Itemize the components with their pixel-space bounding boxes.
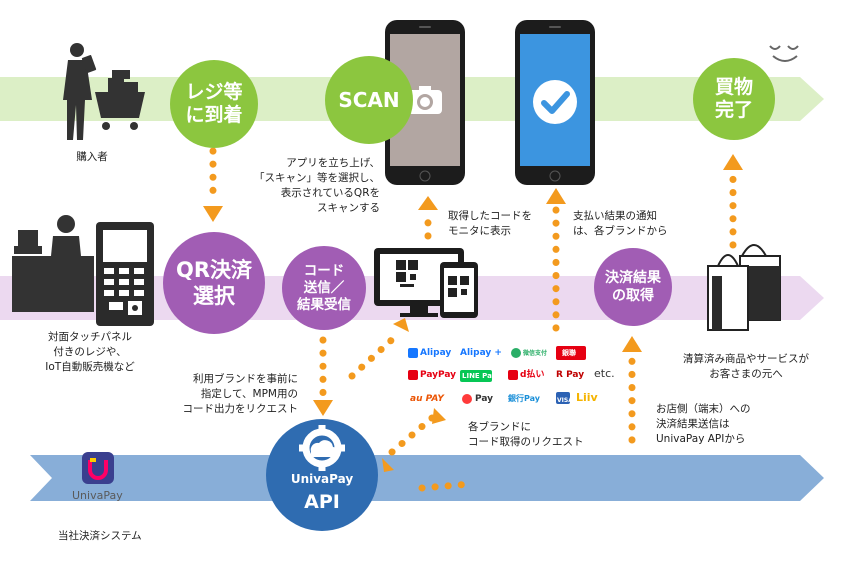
brand-ginkopay: 銀行Pay — [508, 394, 541, 403]
shopping-bags-icon — [707, 244, 781, 331]
step-result-label: 決済結果 の取得 — [605, 270, 661, 304]
settlement-send-note: お店側（端末）への 決済結果送信は UnivaPay APIから — [656, 403, 751, 445]
brand-request-note: 利用ブランドを事前に 指定して、MPM用の コード出力をリクエスト — [182, 373, 299, 415]
brand-logo-marks — [408, 346, 586, 404]
step-code-send: コード 送信／ 結果受信 — [282, 246, 366, 330]
company-system-label: 当社決済システム — [58, 530, 142, 542]
tablet-qr-icon — [440, 262, 478, 318]
brand-alipay-plus: Alipay + — [460, 348, 502, 358]
brand-visa: VISA — [557, 397, 573, 404]
cart-icon — [95, 70, 145, 130]
step-arrive-label: レジ等 に到着 — [185, 81, 243, 126]
brand-wechat: 微信支付 — [523, 350, 548, 357]
univapay-logo-icon — [82, 452, 114, 484]
brand-etc: etc. — [594, 367, 615, 380]
step-arrive-register: レジ等 に到着 — [170, 60, 258, 148]
api-label: API — [304, 491, 340, 513]
brand-rpay: R Pay — [556, 370, 585, 380]
register-icon — [12, 215, 94, 312]
goods-delivered-note: 清算済み商品やサービスが お客さまの元へ — [683, 353, 809, 380]
smiley-icon — [769, 45, 799, 62]
buyer-label: 購入者 — [76, 151, 108, 163]
step-qr-select-label: QR決済 選択 — [175, 258, 253, 308]
payment-notify-note: 支払い結果の通知 は、各ブランドから — [573, 210, 668, 237]
arrow-heads — [203, 154, 743, 472]
univapay-wordmark: UnivaPay — [72, 489, 123, 502]
brand-paypay: PayPay — [420, 370, 457, 380]
step-qr-select: QR決済 選択 — [163, 232, 265, 334]
brand-ginko: 銀聯 — [562, 349, 576, 357]
api-gear-icon — [266, 419, 378, 531]
scan-description: アプリを立ち上げ、 「スキャン」等を選択し、 表示されているQRを スキャンする — [254, 157, 380, 214]
step-complete-label: 買物 完了 — [714, 76, 753, 121]
flow-arrows — [209, 147, 737, 492]
code-display-note: 取得したコードを モニタに表示 — [448, 210, 532, 237]
brand-liiv: Liiv — [576, 391, 598, 404]
step-purchase-complete: 買物 完了 — [693, 58, 775, 140]
touch-panel-kiosk-icon — [96, 222, 154, 326]
api-name: UnivaPay — [290, 472, 354, 486]
step-result-get: 決済結果 の取得 — [594, 248, 672, 326]
buyer-icon — [63, 43, 97, 140]
brand-merpay: Pay — [475, 394, 494, 404]
brand-alipay: Alipay — [420, 348, 452, 358]
phone-complete-icon — [514, 19, 596, 186]
register-label: 対面タッチパネル 付きのレジや、 IoT自動販売機など — [45, 331, 135, 373]
step-scan-label: SCAN — [338, 88, 400, 112]
brand-dbarai: d払い — [520, 370, 545, 380]
step-code-send-label: コード 送信／ 結果受信 — [297, 262, 351, 313]
brand-linepay: LINE Pay — [462, 372, 497, 380]
brand-aupay: au PAY — [410, 394, 444, 404]
step-scan: SCAN — [325, 56, 413, 144]
system-band — [30, 455, 824, 501]
code-request-note: 各ブランドに コード取得のリクエスト — [468, 421, 584, 448]
